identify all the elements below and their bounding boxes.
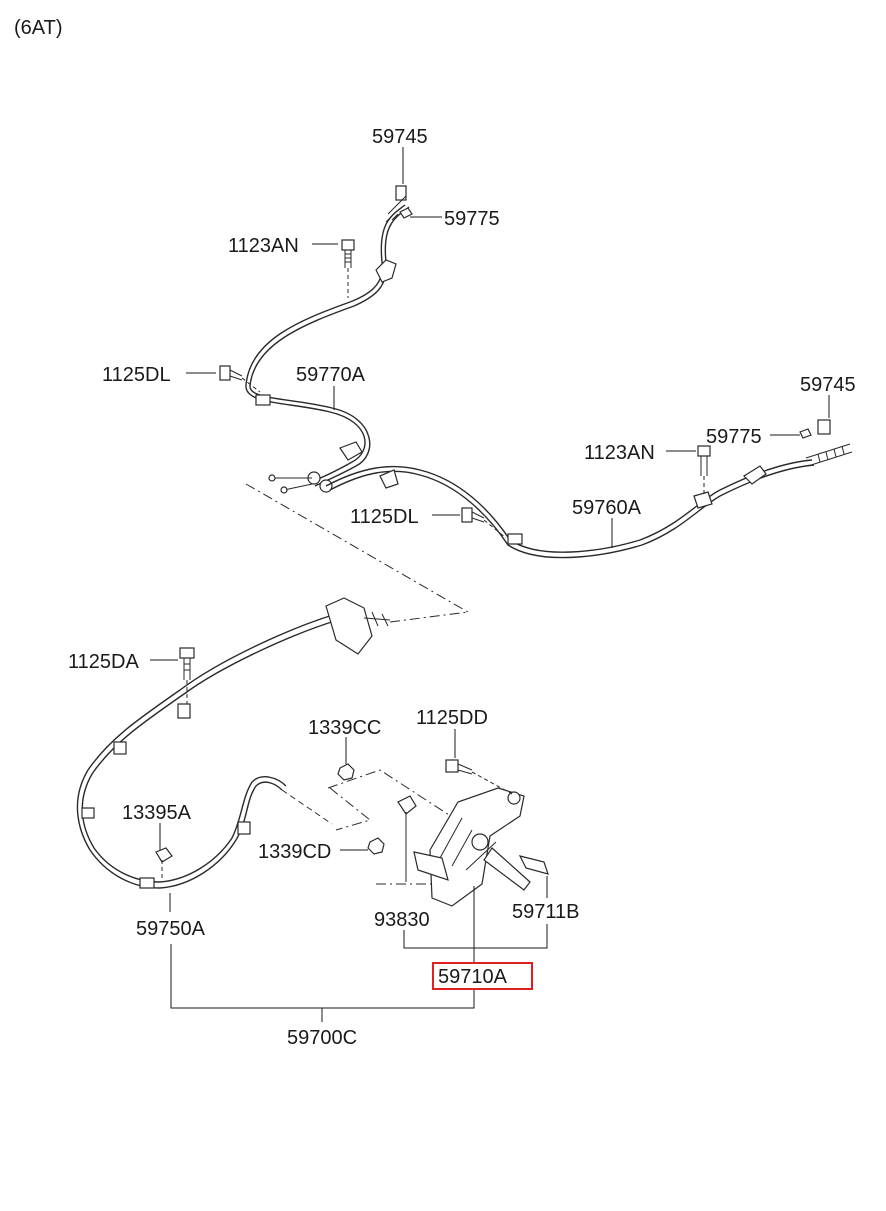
label-59750A: 59750A <box>136 918 206 940</box>
label-1125DL-top: 1125DL <box>102 364 171 386</box>
pedal-pad <box>518 855 549 875</box>
clip-icon <box>155 847 173 863</box>
cable-clip <box>81 807 95 819</box>
label-1125DD: 1125DD <box>416 707 488 729</box>
bolt-icon <box>445 759 513 795</box>
label-1339CD: 1339CD <box>258 841 331 863</box>
bolt-icon <box>341 239 355 298</box>
label-1125DL-mid: 1125DL <box>350 506 419 528</box>
cable-59750A <box>76 597 391 889</box>
bolt-icon <box>461 507 507 539</box>
label-1125DA: 1125DA <box>68 651 139 673</box>
cable-clip <box>139 877 155 889</box>
label-1339CC: 1339CC <box>308 717 381 739</box>
cable-clip <box>255 394 271 406</box>
cable-clip <box>113 741 127 755</box>
bolt-icon <box>697 445 711 496</box>
brake-lever-arm <box>413 851 449 881</box>
clip-icon <box>799 428 812 439</box>
cable-bracket <box>743 465 767 485</box>
cable-clip <box>177 703 191 719</box>
nut-icon <box>367 837 385 855</box>
label-59711B: 59711B <box>512 901 579 923</box>
label-59700C: 59700C <box>287 1027 357 1049</box>
nut-icon <box>337 763 355 781</box>
cable-end-fitting <box>817 419 831 435</box>
label-59710A[interactable]: 59710A <box>438 966 508 988</box>
connection-dash-line <box>245 483 469 623</box>
leader-lines <box>150 147 830 1022</box>
cable-clip <box>507 533 523 545</box>
parking-brake-lever-assembly <box>327 769 549 907</box>
label-59775-right: 59775 <box>706 426 762 448</box>
label-1123AN-top: 1123AN <box>228 235 299 257</box>
fastener-icons <box>155 207 812 880</box>
label-59775-top: 59775 <box>444 208 500 230</box>
cable-59760A <box>325 419 853 559</box>
cable-housing <box>325 597 373 655</box>
cable-clip <box>237 821 251 835</box>
brake-pedal-arm <box>483 847 531 891</box>
cable-bracket <box>339 441 363 461</box>
label-93830: 93830 <box>374 909 430 931</box>
cable-bracket <box>693 491 713 509</box>
label-1123AN-right: 1123AN <box>584 442 655 464</box>
bolt-icon <box>179 647 195 704</box>
label-59760A: 59760A <box>572 497 642 519</box>
label-59770A: 59770A <box>296 364 366 386</box>
switch-93830 <box>397 795 417 815</box>
label-13395A: 13395A <box>122 802 192 824</box>
cable-bracket <box>379 469 399 489</box>
label-59745-right: 59745 <box>800 374 856 396</box>
clip-icon <box>399 207 413 219</box>
label-59745-top: 59745 <box>372 126 428 148</box>
cable-59770A <box>245 185 410 494</box>
bolt-icon <box>219 365 261 393</box>
cable-bracket <box>375 259 397 283</box>
variant-label: (6AT) <box>14 17 63 39</box>
cable-end-fitting <box>395 185 407 201</box>
highlight-box <box>432 962 533 990</box>
